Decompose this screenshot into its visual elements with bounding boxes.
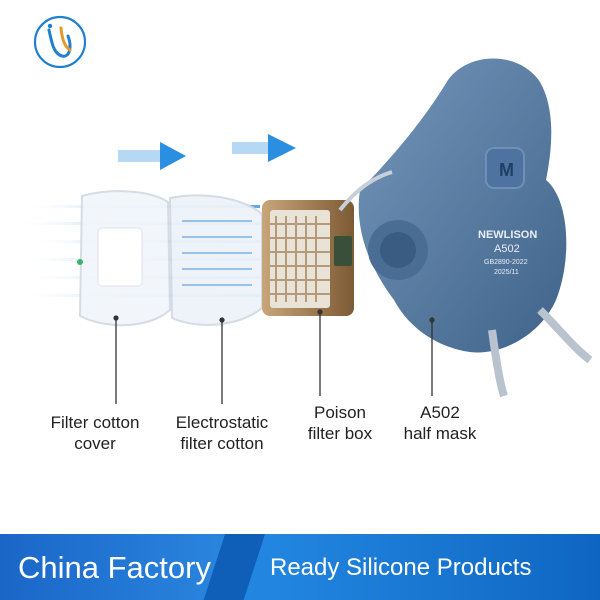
half-mask xyxy=(338,58,593,398)
callout-line1: Filter cotton xyxy=(50,413,140,432)
mask-date: 2025/11 xyxy=(494,269,519,276)
callout-poison-filter-box: Poison filter box xyxy=(292,402,388,444)
mask-badge: M xyxy=(499,160,514,180)
mask-standard: GB2890-2022 xyxy=(484,259,528,266)
airflow-arrows xyxy=(118,134,296,170)
callout-line2: half mask xyxy=(403,424,477,443)
electrostatic-filter-cotton xyxy=(168,194,263,326)
poison-filter-box xyxy=(262,200,354,316)
mask-print: NEWLISON A502 GB2890-2022 2025/11 M xyxy=(478,160,537,276)
callout-line2: filter cotton xyxy=(180,434,264,453)
filter-cotton-cover xyxy=(77,190,172,327)
mask-brand: NEWLISON xyxy=(478,229,537,241)
banner-left-panel xyxy=(0,534,232,600)
brand-logo xyxy=(33,15,87,69)
leader-lines xyxy=(115,312,433,404)
mask-model: A502 xyxy=(494,243,520,255)
bottom-banner: China Factory Ready Silicone Products xyxy=(0,534,600,600)
callout-line1: Electrostatic xyxy=(175,413,269,432)
banner-title: China Factory xyxy=(18,550,211,585)
banner-subtitle: Ready Silicone Products xyxy=(270,554,532,581)
callout-line2: filter box xyxy=(307,424,373,443)
callout-line2: cover xyxy=(74,434,116,453)
callout-line1: A502 xyxy=(420,403,460,422)
callout-electrostatic-filter-cotton: Electrostatic filter cotton xyxy=(160,412,284,454)
callout-half-mask: A502 half mask xyxy=(390,402,490,444)
callout-line1: Poison xyxy=(314,403,366,422)
leader-dots xyxy=(113,309,435,323)
callout-filter-cotton-cover: Filter cotton cover xyxy=(38,412,152,454)
